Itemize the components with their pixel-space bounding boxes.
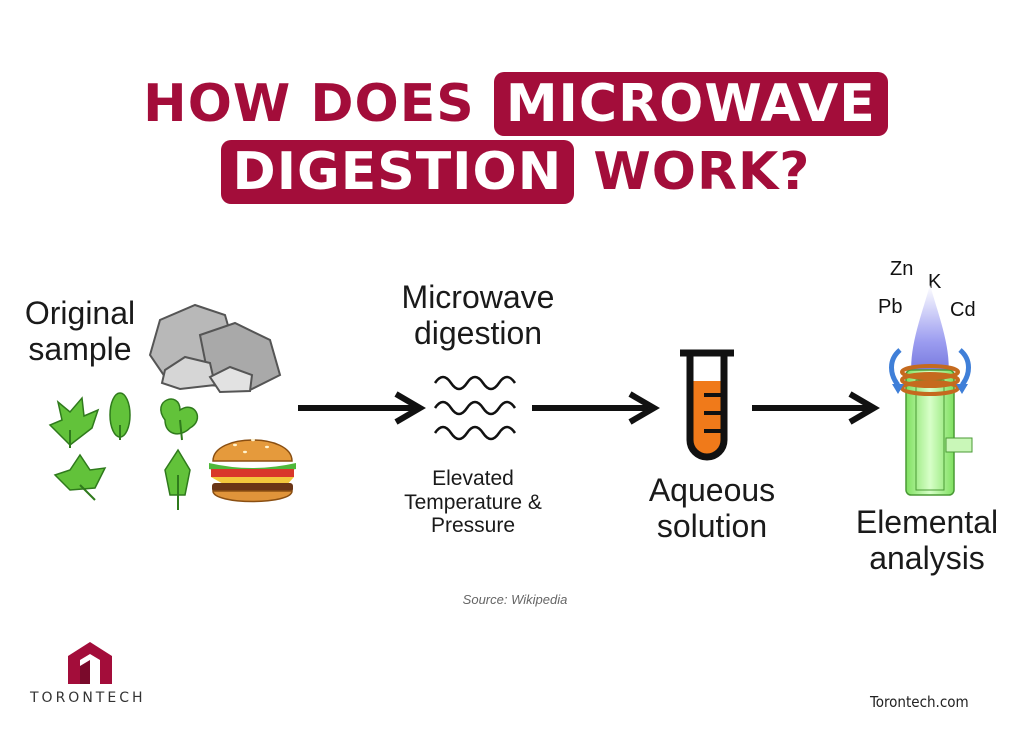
- original-sample-label: Original sample: [24, 295, 136, 367]
- leaves-icon: [48, 392, 199, 510]
- microwave-digestion-label: Microwave digestion: [401, 279, 555, 351]
- title-highlight-1: MICROWAVE: [493, 72, 888, 136]
- test-tube-icon: [680, 349, 734, 461]
- title-highlight-2: DIGESTION: [220, 140, 575, 204]
- rocks-icon: [148, 303, 282, 394]
- conditions-label: Elevated Temperature & Pressure: [404, 467, 542, 538]
- title-line-2: DIGESTION WORK?: [0, 140, 1031, 204]
- icp-torch-icon: [889, 285, 973, 496]
- element-cd: Cd: [950, 299, 976, 321]
- title-line-1: HOW DOES MICROWAVE: [0, 72, 1031, 136]
- title-plain-2: WORK?: [593, 142, 811, 202]
- aqueous-solution-label: Aqueous solution: [648, 472, 776, 544]
- arrow-2-icon: [532, 391, 660, 425]
- elemental-analysis-label: Elemental analysis: [855, 504, 999, 576]
- element-k: K: [928, 271, 942, 293]
- microwave-waves-icon: [433, 375, 517, 441]
- arrow-3-icon: [752, 391, 880, 425]
- source-caption: Source: Wikipedia: [462, 592, 568, 607]
- site-url[interactable]: Torontech.com: [870, 693, 969, 711]
- torontech-logo-icon: [68, 642, 112, 684]
- element-zn: Zn: [890, 258, 914, 280]
- arrow-1-icon: [298, 391, 426, 425]
- element-pb: Pb: [878, 296, 903, 318]
- title-plain-1: HOW DOES: [143, 74, 475, 134]
- brand-name: TORONTECH: [30, 690, 146, 706]
- burger-icon: [209, 438, 296, 503]
